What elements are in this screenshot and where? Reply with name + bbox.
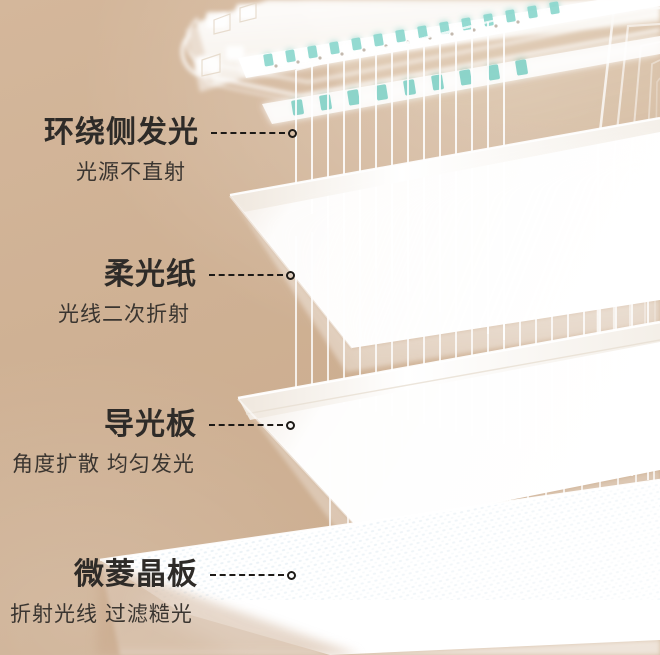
callout-title-row: 环绕侧发光: [44, 118, 297, 148]
callout-subtitle: 光线二次折射: [58, 303, 190, 326]
callout-diffuser-paper: 柔光纸 光线二次折射: [58, 260, 295, 325]
callout-title-row: 微菱晶板: [74, 560, 296, 590]
callout-title: 柔光纸: [104, 258, 197, 291]
callout-subtitle: 折射光线 过滤糙光: [10, 603, 193, 626]
callout-title-row: 柔光纸: [104, 260, 295, 290]
light-ray-frames: [295, 17, 505, 71]
endpoint-circle-icon: [286, 270, 295, 280]
dashed-line-icon: [209, 274, 283, 276]
endpoint-circle-icon: [287, 570, 296, 580]
callout-light-guide-plate: 导光板 角度扩散 均匀发光: [12, 410, 295, 475]
dashed-line-icon: [211, 132, 285, 134]
dashed-line-icon: [210, 574, 284, 576]
housing-outline-detail: [201, 2, 257, 77]
callout-subtitle: 光源不直射: [76, 161, 186, 184]
leader-line: [210, 568, 296, 582]
leader-line: [209, 268, 295, 282]
callout-title: 导光板: [104, 408, 197, 441]
callout-subtitle: 角度扩散 均匀发光: [12, 453, 195, 476]
callout-title: 环绕侧发光: [44, 116, 199, 149]
leader-line: [211, 126, 297, 140]
endpoint-circle-icon: [286, 420, 295, 430]
bottom-glow: [130, 520, 660, 655]
leader-line: [209, 418, 295, 432]
endpoint-circle-icon: [288, 128, 297, 138]
callout-title: 微菱晶板: [74, 558, 198, 591]
callout-title-row: 导光板: [104, 410, 295, 440]
led-strip-secondary: [262, 36, 660, 124]
callout-led-side-emitting: 环绕侧发光 光源不直射: [44, 118, 297, 183]
dashed-line-icon: [209, 424, 283, 426]
callout-micro-prism-plate: 微菱晶板 折射光线 过滤糙光: [10, 560, 296, 625]
